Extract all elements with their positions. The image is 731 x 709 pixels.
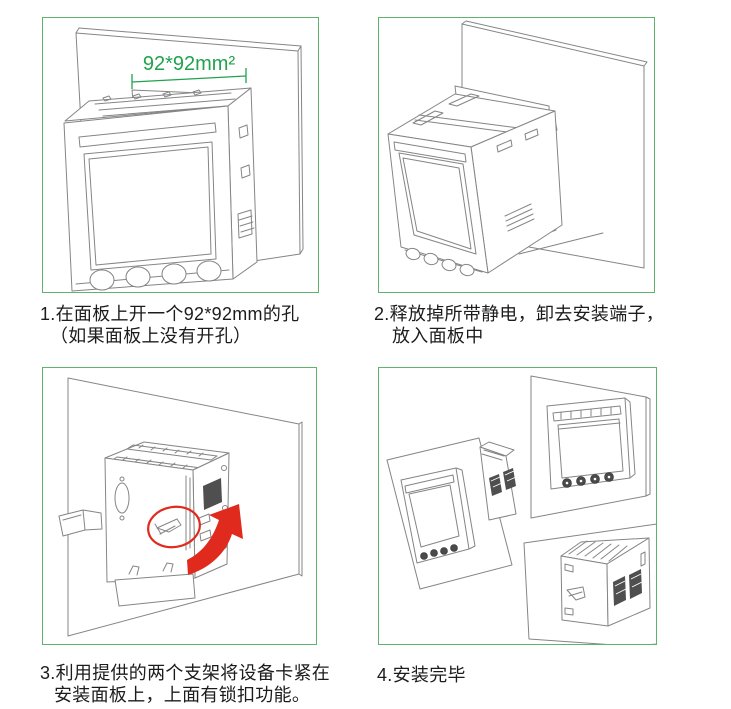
step3-caption-line2: 安装面板上，上面有锁扣功能。 (54, 684, 311, 705)
meter-device-tilted (387, 85, 563, 277)
installed-front-view (530, 375, 651, 519)
step3-illustration (58, 377, 303, 637)
step3-caption-line1: 3.利用提供的两个支架将设备卡紧在 (40, 663, 331, 683)
meter-rear-view (58, 441, 230, 607)
meter-device-front (63, 87, 258, 292)
meter-buttons (405, 247, 475, 277)
dimension-annotation: 92*92mm² (131, 53, 247, 89)
step4-figure (378, 367, 657, 645)
step2-caption-line1: 2.释放掉所带静电，卸去安装端子， (374, 304, 665, 324)
step3-caption: 3.利用提供的两个支架将设备卡紧在 安装面板上，上面有锁扣功能。 (40, 663, 330, 706)
red-rotate-arrow (187, 504, 243, 575)
step1-caption: 1.在面板上开一个92*92mm的孔 （如果面板上没有开孔） (40, 304, 299, 347)
step2-caption-line2: 放入面板中 (392, 325, 484, 346)
installed-side-view (386, 437, 517, 590)
step4-caption-line1: 4.安装完毕 (377, 665, 466, 685)
step2-caption: 2.释放掉所带静电，卸去安装端子， 放入面板中 (374, 304, 664, 347)
locking-bracket (154, 518, 182, 535)
step4-caption: 4.安装完毕 (377, 665, 466, 687)
step3-figure (42, 367, 317, 645)
meter-buttons (89, 260, 222, 291)
step1-caption-line2: （如果面板上没有开孔） (50, 325, 252, 346)
step1-illustration: 92*92mm² (63, 27, 304, 292)
step2-figure (378, 17, 655, 293)
step4-illustration (386, 375, 656, 644)
step1-figure: 92*92mm² (42, 17, 319, 293)
installed-rear-view (523, 523, 656, 644)
step1-caption-line1: 1.在面板上开一个92*92mm的孔 (40, 304, 300, 324)
dimension-label: 92*92mm² (143, 53, 236, 75)
step2-illustration (387, 20, 648, 277)
mounting-panel (67, 377, 303, 637)
red-highlight-circle (147, 505, 201, 549)
